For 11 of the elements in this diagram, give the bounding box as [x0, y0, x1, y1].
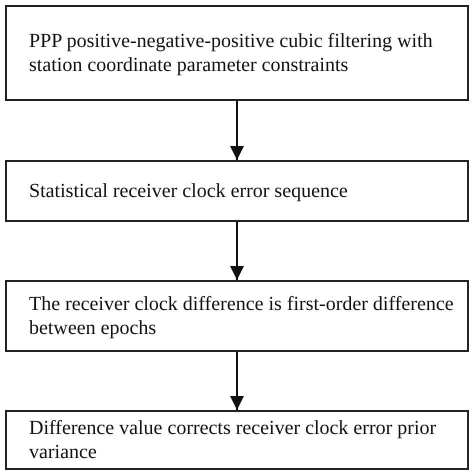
arrow: [230, 352, 244, 410]
step-text: PPP positive-negative-positive cubic filtering with station coordinate parameter constraints: [29, 29, 434, 77]
arrow: [230, 222, 244, 280]
step-text: Difference value corrects receiver clock error prior variance: [29, 416, 438, 464]
arrow: [230, 101, 244, 160]
step-text: Statistical receiver clock error sequence: [29, 179, 348, 203]
step-text: The receiver clock difference is first-order difference between epochs: [29, 292, 455, 340]
process-box: [5, 280, 469, 352]
process-box: [5, 160, 469, 222]
process-box: [5, 5, 469, 101]
process-box: [5, 410, 469, 470]
